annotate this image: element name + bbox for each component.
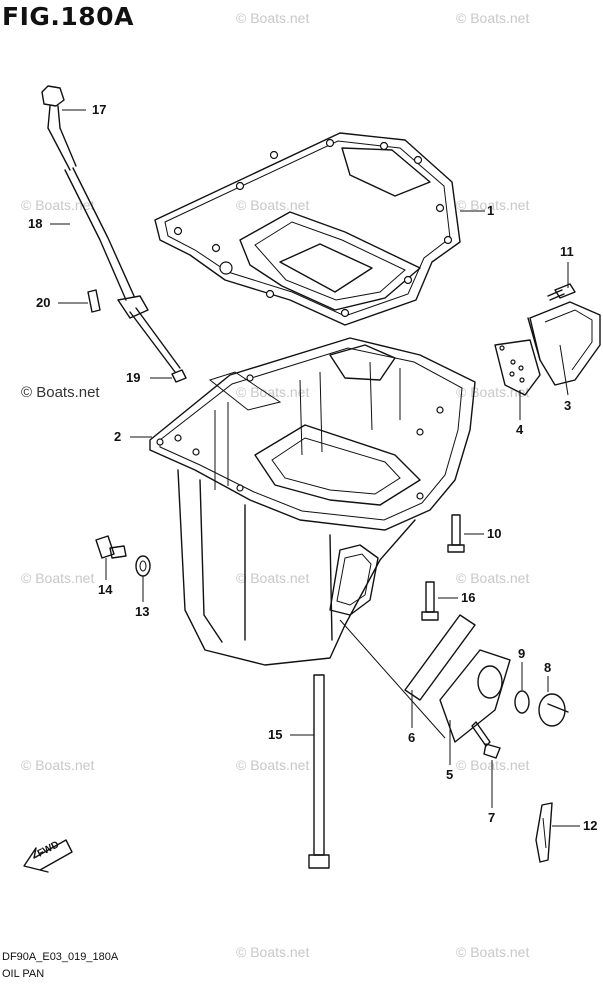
callout-20: 20 bbox=[36, 295, 51, 310]
watermark: © Boats.net bbox=[21, 757, 95, 773]
callout-1: 1 bbox=[487, 203, 495, 218]
clamp-part-12 bbox=[535, 802, 553, 863]
dipstick-assembly bbox=[41, 85, 187, 383]
callout-8: 8 bbox=[544, 660, 552, 675]
bolt-part-16 bbox=[421, 581, 439, 621]
watermark: © Boats.net bbox=[236, 570, 310, 586]
callout-3: 3 bbox=[564, 398, 572, 413]
watermark: © Boats.net bbox=[456, 197, 530, 213]
watermark: © Boats.net bbox=[21, 570, 95, 586]
washer-part-13 bbox=[135, 555, 151, 577]
fwd-arrow-icon bbox=[23, 839, 73, 873]
drain-bolt-part-14 bbox=[95, 535, 127, 559]
figure-caption: OIL PAN bbox=[2, 968, 45, 980]
watermark: © Boats.net bbox=[21, 197, 95, 213]
callout-6: 6 bbox=[408, 730, 416, 745]
callout-11: 11 bbox=[560, 244, 574, 259]
plug-part-8 bbox=[538, 693, 569, 727]
oil-pan-part-2 bbox=[149, 337, 476, 666]
o-ring-part-9 bbox=[514, 690, 530, 714]
figure-title: FIG.180A bbox=[2, 2, 134, 31]
leader-lines bbox=[50, 109, 580, 827]
callout-7: 7 bbox=[488, 810, 496, 825]
callout-4: 4 bbox=[516, 422, 524, 437]
watermark: © Boats.net bbox=[236, 197, 310, 213]
cover-part-5 bbox=[439, 649, 511, 743]
watermark: © Boats.net bbox=[21, 384, 100, 401]
bolt-part-11 bbox=[547, 283, 576, 301]
gasket-part-1 bbox=[154, 132, 461, 326]
bolt-part-10 bbox=[447, 514, 465, 553]
callout-5: 5 bbox=[446, 767, 454, 782]
watermark: © Boats.net bbox=[456, 570, 530, 586]
callout-16: 16 bbox=[461, 590, 476, 605]
bolt-part-7 bbox=[471, 721, 501, 759]
callout-15: 15 bbox=[268, 727, 283, 742]
watermark: © Boats.net bbox=[236, 944, 310, 960]
bolt-part-15 bbox=[308, 674, 330, 869]
callout-14: 14 bbox=[98, 582, 113, 597]
callout-19: 19 bbox=[126, 370, 141, 385]
strainer-part-3 bbox=[527, 301, 601, 386]
watermark: © Boats.net bbox=[456, 757, 530, 773]
callout-13: 13 bbox=[135, 604, 150, 619]
callout-17: 17 bbox=[92, 102, 107, 117]
watermark: © Boats.net bbox=[236, 10, 310, 26]
callout-18: 18 bbox=[28, 216, 43, 231]
figure-code: DF90A_E03_019_180A bbox=[2, 951, 119, 963]
callout-2: 2 bbox=[114, 429, 122, 444]
cover-gasket-part-6 bbox=[404, 614, 476, 701]
callout-9: 9 bbox=[518, 646, 526, 661]
watermark: © Boats.net bbox=[236, 757, 310, 773]
strainer-gasket-part-4 bbox=[494, 339, 541, 396]
callout-12: 12 bbox=[583, 818, 598, 833]
watermark: © Boats.net bbox=[456, 10, 530, 26]
callout-10: 10 bbox=[487, 526, 502, 541]
watermark: © Boats.net bbox=[236, 384, 310, 400]
watermark: © Boats.net bbox=[456, 944, 530, 960]
